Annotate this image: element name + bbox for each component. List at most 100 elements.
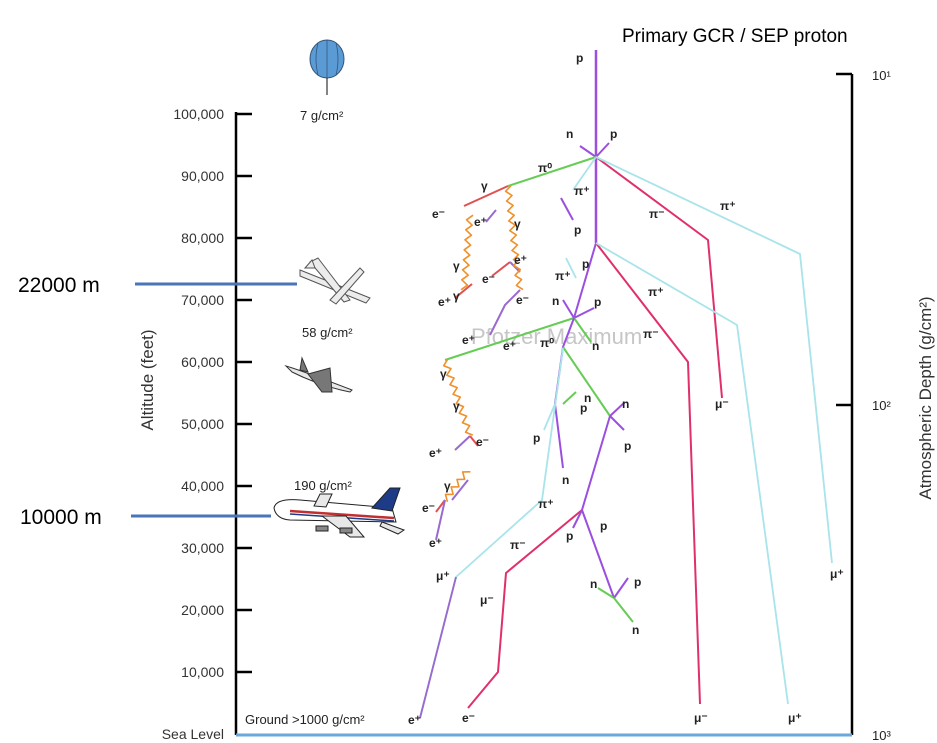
marker-label-10000: 10000 m bbox=[20, 506, 102, 529]
label-eplus: e⁺ bbox=[514, 253, 527, 267]
airliner-depth-label: 190 g/cm² bbox=[294, 478, 352, 493]
label-eplus: e⁺ bbox=[429, 446, 442, 460]
proton-track bbox=[609, 401, 626, 417]
pion-plus-track bbox=[595, 242, 789, 705]
marker-label-22000: 22000 m bbox=[18, 274, 100, 297]
label-n: n bbox=[552, 294, 559, 308]
proton-track bbox=[581, 509, 615, 599]
electron-track bbox=[435, 499, 446, 513]
altitude-ticks: 100,00090,00080,00070,00060,00050,00040,… bbox=[162, 106, 252, 742]
pion-plus-track bbox=[543, 403, 556, 431]
altitude-tick-label: 60,000 bbox=[181, 354, 224, 370]
altitude-axis-label: Altitude (feet) bbox=[138, 329, 157, 430]
label-muplus: μ⁺ bbox=[788, 711, 802, 725]
pion-plus-long-track bbox=[595, 156, 833, 564]
proton-track bbox=[572, 509, 583, 529]
label-eplus: e⁺ bbox=[462, 333, 475, 347]
label-eplus: e⁺ bbox=[438, 295, 451, 309]
label-piplus: π⁺ bbox=[574, 184, 590, 198]
proton-track bbox=[573, 242, 597, 319]
pion-minus-track bbox=[595, 242, 701, 705]
label-p: p bbox=[582, 257, 589, 271]
depth-tick-label-top: 10¹ bbox=[872, 68, 891, 83]
gamma-ray-track bbox=[444, 471, 471, 502]
label-eminus: e⁻ bbox=[432, 207, 445, 221]
altitude-marker-10000: 10000 m bbox=[20, 506, 271, 529]
pfotzer-maximum-watermark: Pfotzer Maximum bbox=[471, 324, 642, 349]
label-eminus: e⁻ bbox=[516, 293, 529, 307]
label-p: p bbox=[580, 401, 587, 415]
high-plane-depth-label: 58 g/cm² bbox=[302, 325, 353, 340]
label-gamma: γ bbox=[453, 289, 460, 303]
altitude-tick-label: 70,000 bbox=[181, 292, 224, 308]
neutron-track bbox=[562, 391, 577, 405]
label-gamma: γ bbox=[514, 217, 521, 231]
label-p: p bbox=[574, 223, 581, 237]
airliner-icon bbox=[273, 487, 406, 538]
high-altitude-plane-icon bbox=[299, 257, 371, 305]
label-pi0: π⁰ bbox=[538, 161, 552, 175]
ground-depth-label: Ground >1000 g/cm² bbox=[245, 712, 365, 727]
neutron-track bbox=[613, 597, 634, 623]
depth-tick-label-bottom: 10³ bbox=[872, 728, 891, 743]
pion0-track bbox=[562, 346, 611, 417]
label-eminus: e⁻ bbox=[476, 435, 489, 449]
label-eplus: e⁺ bbox=[429, 536, 442, 550]
depth-axis: 10¹ 10² 10³ Atmospheric Depth (g/cm²) bbox=[836, 68, 935, 743]
label-p: p bbox=[594, 295, 601, 309]
label-p: p bbox=[600, 519, 607, 533]
label-n: n bbox=[632, 623, 639, 637]
label-piplus: π⁺ bbox=[720, 199, 736, 213]
primary-particle-title: Primary GCR / SEP proton bbox=[622, 26, 848, 47]
altitude-tick-label: 10,000 bbox=[181, 664, 224, 680]
altitude-tick-label: 90,000 bbox=[181, 168, 224, 184]
label-gamma: γ bbox=[453, 259, 460, 273]
altitude-tick-label: 30,000 bbox=[181, 540, 224, 556]
label-muplus: μ⁺ bbox=[830, 567, 844, 581]
pion-plus-track bbox=[455, 347, 564, 578]
label-p: p bbox=[533, 431, 540, 445]
label-n: n bbox=[592, 339, 599, 353]
proton-track bbox=[562, 299, 575, 319]
label-p: p bbox=[610, 127, 617, 141]
altitude-axis: 100,00090,00080,00070,00060,00050,00040,… bbox=[138, 106, 252, 742]
particle-labels: p n p π⁰ π⁺ p π⁻ π⁺ γ e⁻ e⁺ γ e⁺ γ e⁻ π⁺… bbox=[408, 51, 844, 727]
neutron-track bbox=[581, 415, 611, 511]
balloon-depth-label: 7 g/cm² bbox=[300, 108, 344, 123]
label-p: p bbox=[566, 529, 573, 543]
label-piminus: π⁻ bbox=[649, 207, 665, 221]
pion-plus-track bbox=[565, 257, 577, 279]
positron-track bbox=[489, 289, 521, 336]
label-n: n bbox=[622, 397, 629, 411]
gamma-ray-track bbox=[512, 259, 524, 291]
label-gamma: γ bbox=[453, 399, 460, 413]
label-n: n bbox=[590, 577, 597, 591]
label-piminus: π⁻ bbox=[643, 327, 659, 341]
positron-track bbox=[454, 435, 471, 451]
label-muplus: μ⁺ bbox=[436, 569, 450, 583]
neutron-track bbox=[573, 317, 592, 343]
label-eminus: e⁻ bbox=[482, 272, 495, 286]
electron-track bbox=[491, 261, 511, 277]
altitude-tick-label: 50,000 bbox=[181, 416, 224, 432]
gamma-ray-track bbox=[442, 358, 474, 436]
positron-track bbox=[435, 499, 446, 541]
electron-track bbox=[469, 435, 479, 447]
label-eminus: e⁻ bbox=[422, 501, 435, 515]
shower-tracks bbox=[419, 50, 833, 719]
pion-plus-track bbox=[572, 156, 597, 191]
altitude-marker-22000: 22000 m bbox=[18, 274, 297, 297]
altitude-tick-label: 40,000 bbox=[181, 478, 224, 494]
label-gamma: γ bbox=[444, 479, 451, 493]
gamma-ray-track bbox=[460, 214, 474, 291]
altitude-tick-label: 20,000 bbox=[181, 602, 224, 618]
label-gamma: γ bbox=[440, 367, 447, 381]
neutron-track bbox=[597, 587, 615, 599]
balloon-icon bbox=[309, 39, 345, 95]
proton-branch-track bbox=[595, 142, 610, 158]
label-piplus: π⁺ bbox=[538, 497, 554, 511]
positron-track bbox=[451, 479, 469, 501]
proton-track bbox=[613, 577, 629, 599]
gamma-ray-track bbox=[504, 185, 520, 261]
